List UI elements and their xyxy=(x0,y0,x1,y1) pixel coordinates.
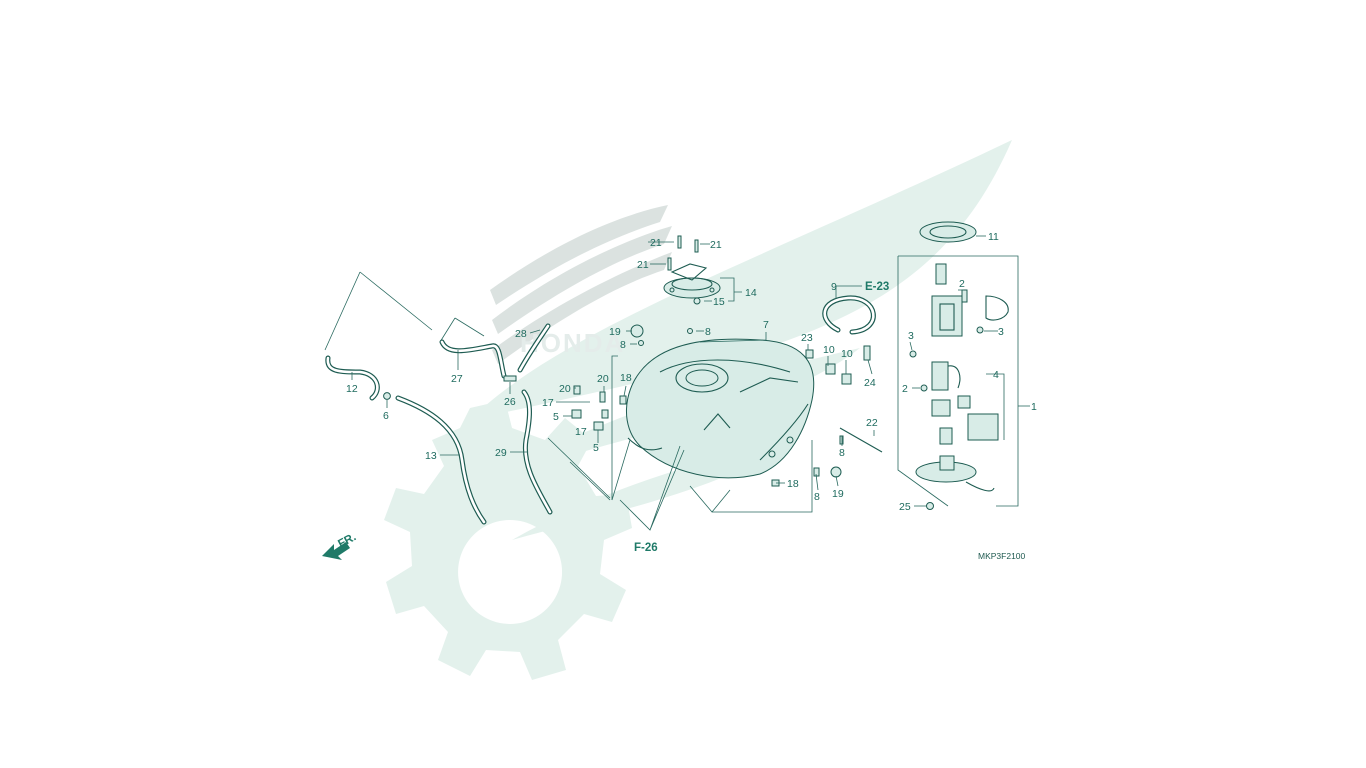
part-number-label: 26 xyxy=(504,396,516,408)
front-direction-label: FR. xyxy=(336,531,358,550)
part-number-label: 15 xyxy=(713,296,725,308)
fuel-tank xyxy=(626,338,815,479)
part-number-label: 18 xyxy=(620,372,632,384)
part-number-label: 14 xyxy=(745,287,757,299)
part-number-label: 8 xyxy=(839,447,845,459)
part-number-label: 3 xyxy=(998,326,1004,338)
hose-group-middle xyxy=(439,317,553,515)
part-number-label: 6 xyxy=(383,410,389,422)
part-number-label: 20 xyxy=(559,383,571,395)
part-number-label: 9 xyxy=(831,281,837,293)
part-number-label: 10 xyxy=(823,344,835,356)
hose-group-left xyxy=(324,271,487,525)
part-number-label: 17 xyxy=(542,397,554,409)
front-direction-arrow: FR. xyxy=(322,531,358,560)
part-number-label: 8 xyxy=(814,491,820,503)
part-number-label: 1 xyxy=(1031,401,1037,413)
part-number-label: 5 xyxy=(593,442,599,454)
tank-hardware xyxy=(571,295,883,487)
part-number-label: 13 xyxy=(425,450,437,462)
part-number-label: 20 xyxy=(597,373,609,385)
part-number-label: 18 xyxy=(787,478,799,490)
part-number-label: 8 xyxy=(705,326,711,338)
part-number-label: 10 xyxy=(841,348,853,360)
fuel-pump-assembly xyxy=(897,221,1019,510)
part-number-label: 29 xyxy=(495,447,507,459)
part-number-label: 24 xyxy=(864,377,876,389)
part-number-label: 8 xyxy=(620,339,626,351)
part-number-label: 12 xyxy=(346,383,358,395)
part-number-label: 7 xyxy=(763,319,769,331)
part-number-label: 23 xyxy=(801,332,813,344)
part-number-label: 21 xyxy=(637,259,649,271)
cross-reference-f26: F-26 xyxy=(634,542,658,554)
part-number-label: 17 xyxy=(575,426,587,438)
leader-lines xyxy=(351,235,1030,531)
part-number-label: 2 xyxy=(959,278,965,290)
part-number-label: 11 xyxy=(988,231,999,243)
part-number-label: 21 xyxy=(650,237,662,249)
part-callouts: 1 2 2 3 3 4 5 5 6 7 8 8 8 8 9 10 10 11 1… xyxy=(346,231,1037,513)
part-number-label: 25 xyxy=(899,501,911,513)
part-number-label: 22 xyxy=(866,417,878,429)
part-number-label: 27 xyxy=(451,373,463,385)
fuel-cap-assembly xyxy=(663,235,721,305)
part-number-label: 19 xyxy=(832,488,844,500)
part-number-label: 28 xyxy=(515,328,527,340)
drawing-code: MKP3F2100 xyxy=(978,551,1026,561)
part-number-label: 21 xyxy=(710,239,722,251)
gear-watermark xyxy=(384,400,632,680)
honda-dotted-wordmark: HONDA xyxy=(490,205,672,364)
cross-reference-e23: E-23 xyxy=(865,281,889,293)
part-number-label: 5 xyxy=(553,411,559,423)
part-number-label: 2 xyxy=(902,383,908,395)
part-number-label: 19 xyxy=(609,326,621,338)
part-number-label: 3 xyxy=(908,330,914,342)
part-number-label: 4 xyxy=(993,369,999,381)
